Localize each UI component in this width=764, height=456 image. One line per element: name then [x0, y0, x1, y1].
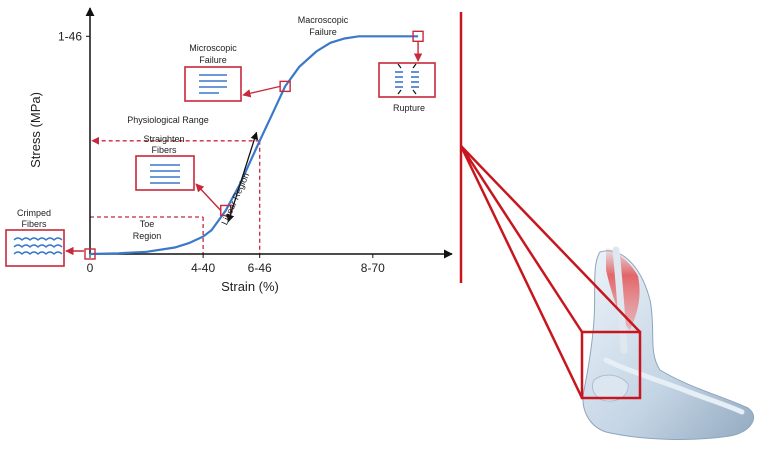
crimped-fibers-label-line2: Fibers [21, 219, 47, 229]
axis-ticks: 0 4-40 6-46 8-70 1-46 [58, 29, 385, 275]
x-tick-label: 6-46 [248, 261, 272, 275]
rupture-label: Rupture [393, 103, 425, 113]
straighten-fibers-arrow [195, 183, 222, 211]
microscopic-failure-arrow [242, 85, 281, 98]
straighten-fibers-icon [135, 155, 195, 191]
stress-strain-curve [89, 35, 419, 256]
x-axis-label: Strain (%) [221, 279, 279, 294]
y-axis-label: Stress (MPa) [28, 92, 43, 168]
straighten-fibers-label-line2: Fibers [151, 145, 177, 155]
crimped-point-marker [84, 248, 96, 260]
physiological-range-label: Physiological Range [127, 115, 209, 125]
crimped-fibers-label-line1: Crimped [17, 208, 51, 218]
linear-region-label: Linear Region [219, 171, 251, 226]
straighten-fibers-label-line1: Straighten [143, 134, 184, 144]
x-tick-label: 4-40 [191, 261, 215, 275]
zoom-line-bottom [459, 145, 584, 399]
annotations: CrimpedFibersStraightenFibersToeRegionLi… [5, 15, 436, 267]
marked-points [84, 30, 424, 260]
linear-region-arrow [226, 131, 259, 223]
toe-region-label-line1: Toe [140, 219, 155, 229]
rupture-icon [378, 62, 436, 98]
y-tick-label: 1-46 [58, 29, 82, 43]
guide-lines [90, 136, 261, 254]
macroscopic-failure-label-line1: Macroscopic [298, 15, 349, 25]
x-tick-label: 8-70 [361, 261, 385, 275]
foot-illustration [582, 246, 754, 440]
microscopic-failure-icon [184, 66, 242, 102]
zoom-box [580, 330, 642, 400]
zoom-line-middle [460, 145, 641, 333]
zoom-callout [459, 12, 642, 400]
x-tick-label: 0 [87, 261, 94, 275]
tibia-bone [612, 246, 628, 354]
toe-region-label-line2: Region [133, 231, 162, 241]
crimped-fibers-icon [5, 229, 65, 267]
macroscopic-failure-label-line2: Failure [309, 27, 337, 37]
microscopic-failure-label-line1: Microscopic [189, 43, 237, 53]
foot-bones [603, 357, 745, 415]
microscopic-failure-label-line2: Failure [199, 55, 227, 65]
zoom-line-top [459, 145, 584, 333]
